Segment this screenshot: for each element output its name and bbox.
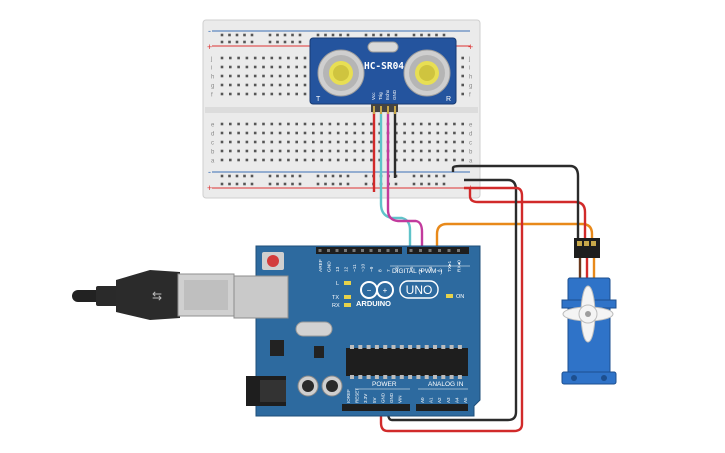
wire-gnd-to-arduino-black[interactable] bbox=[386, 178, 518, 422]
arduino-logo-text: ARDUINO bbox=[356, 299, 391, 308]
digital-pin-label: 2 bbox=[438, 269, 444, 272]
row-letter: g bbox=[211, 84, 214, 90]
analog-pin-label: A4 bbox=[454, 397, 459, 403]
power-header-label: POWER bbox=[372, 381, 397, 388]
servo-horn-icon bbox=[562, 285, 614, 343]
wires bbox=[372, 112, 594, 433]
servo-motor[interactable] bbox=[561, 238, 617, 385]
analog-pin-label: A5 bbox=[463, 397, 468, 403]
digital-header-label: DIGITAL (PWM~) bbox=[392, 268, 442, 275]
sensor-pin-label: GND bbox=[392, 89, 397, 100]
rail-minus-label: - bbox=[208, 26, 211, 36]
sensor-corner-left: T bbox=[316, 96, 321, 103]
led-l-label: L bbox=[336, 281, 339, 287]
digital-pin-label: ~6 bbox=[395, 266, 401, 272]
rail-minus-label-bottom: - bbox=[208, 167, 211, 177]
row-letter: d bbox=[469, 132, 472, 138]
row-letter: b bbox=[211, 150, 215, 156]
usb-icon: ⇆ bbox=[152, 289, 162, 303]
row-letter: e bbox=[211, 123, 215, 129]
digital-pin-label: AREF bbox=[318, 259, 324, 272]
digital-pin-label: ~5 bbox=[409, 266, 415, 272]
digital-pin-label: ~11 bbox=[352, 264, 358, 272]
sensor-corner-right: R bbox=[446, 96, 451, 103]
row-letter: h bbox=[469, 75, 472, 81]
analog-pin-label: A2 bbox=[437, 397, 442, 403]
rail-plus-label: + bbox=[207, 42, 212, 52]
svg-text:−: − bbox=[367, 286, 372, 295]
row-letter: a bbox=[469, 159, 473, 165]
microcontroller-chip bbox=[350, 345, 462, 379]
wire-echo-magenta[interactable] bbox=[386, 112, 424, 250]
digital-pin-label: 12 bbox=[344, 266, 350, 272]
row-letter: b bbox=[469, 150, 473, 156]
sensor-pin-label: Trig bbox=[378, 92, 383, 100]
led-rx-label: RX bbox=[332, 303, 340, 309]
analog-pin-label: A1 bbox=[429, 397, 434, 403]
power-pin-label: RESET bbox=[355, 388, 360, 403]
row-letter: j bbox=[210, 57, 212, 63]
row-letter: f bbox=[211, 93, 213, 99]
wire-servo-signal-orange[interactable] bbox=[435, 222, 594, 250]
row-letter: f bbox=[469, 93, 471, 99]
row-letter: h bbox=[211, 75, 214, 81]
digital-pin-label: 8 bbox=[378, 269, 384, 272]
sensor-pin-label: Vcc bbox=[371, 92, 376, 100]
arduino-model-text: UNO bbox=[406, 283, 433, 297]
digital-pin-label: 4 bbox=[419, 269, 425, 272]
rail-plus-label-right: + bbox=[468, 42, 473, 52]
digital-pin-label: 7 bbox=[386, 269, 392, 272]
row-letter: i bbox=[211, 66, 212, 72]
arduino-infinity-logo: − + bbox=[360, 281, 394, 299]
wire-servo-ground-black[interactable] bbox=[451, 164, 580, 240]
on-led-label: ON bbox=[456, 294, 464, 300]
wire-5v-to-arduino-red[interactable] bbox=[379, 186, 524, 433]
row-letter: a bbox=[211, 159, 215, 165]
digital-pin-label: 13 bbox=[335, 266, 341, 272]
usb-cable[interactable]: ⇆ bbox=[72, 270, 235, 320]
transducer-right-icon bbox=[403, 49, 451, 97]
transducer-left-icon bbox=[317, 49, 365, 97]
analog-pin-label: A0 bbox=[420, 397, 425, 403]
sensor-model-label: HC-SR04 bbox=[364, 61, 404, 72]
digital-pin-label: ~3 bbox=[428, 266, 434, 272]
digital-pin-label: ~10 bbox=[361, 264, 367, 272]
rail-plus-label-bottom: + bbox=[207, 183, 212, 193]
row-letter: g bbox=[469, 84, 472, 90]
svg-text:+: + bbox=[383, 286, 388, 295]
analog-pin-label: A3 bbox=[446, 397, 451, 403]
row-letter: d bbox=[211, 132, 214, 138]
power-pin-label: 5V bbox=[372, 397, 377, 403]
row-letter: j bbox=[468, 57, 470, 63]
led-tx-label: TX bbox=[332, 295, 339, 301]
row-letter: c bbox=[211, 141, 214, 147]
row-letter: c bbox=[469, 141, 472, 147]
digital-pin-label: ~9 bbox=[369, 266, 375, 272]
power-pin-label: 3.3V bbox=[363, 394, 368, 403]
row-letter: i bbox=[469, 66, 470, 72]
row-letter: e bbox=[469, 123, 473, 129]
digital-pin-label: GND bbox=[327, 261, 333, 272]
sensor-pin-label: Echo bbox=[385, 89, 390, 100]
power-pin-label: GND bbox=[389, 392, 394, 403]
wire-servo-power-red[interactable] bbox=[468, 188, 587, 240]
analog-header-label: ANALOG IN bbox=[428, 381, 464, 388]
power-pin-label: VIN bbox=[398, 395, 403, 403]
power-pin-label: GND bbox=[380, 392, 385, 403]
wire-trig-cyan[interactable] bbox=[379, 112, 412, 250]
power-pin-label: IOREF bbox=[346, 389, 351, 403]
